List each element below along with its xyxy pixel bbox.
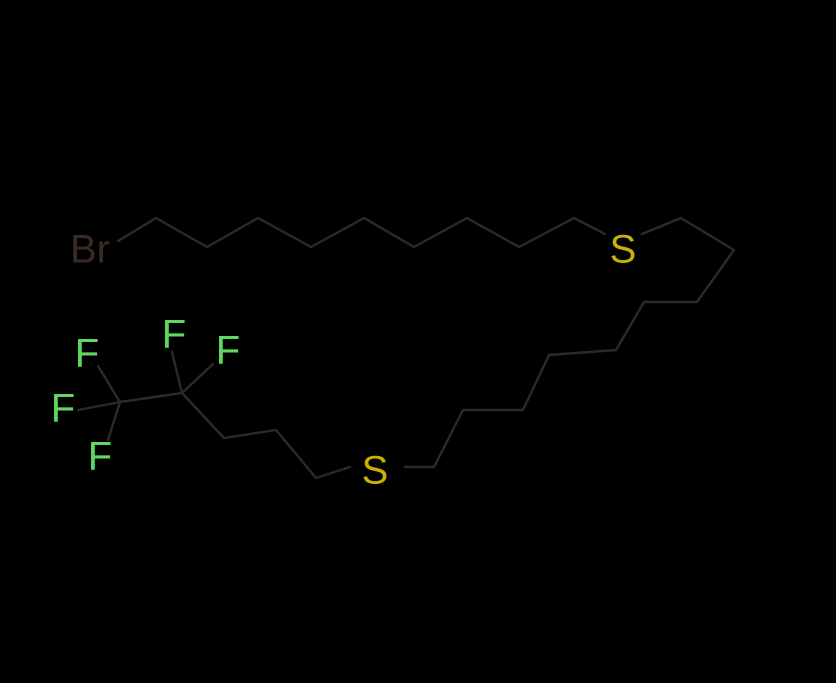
fluorine-label-3: F xyxy=(75,332,99,376)
cf-bond-3 xyxy=(96,364,122,404)
fluorine-label-4: F xyxy=(51,387,75,431)
atom-labels: Br S S F F F F F xyxy=(51,228,637,493)
sulfur-label-1: S xyxy=(610,228,637,272)
cf-bond-4 xyxy=(76,400,122,412)
lower-chain-bonds xyxy=(118,391,352,480)
cf-bond-5 xyxy=(106,400,122,442)
bond-lines xyxy=(76,216,736,480)
cf-bond-1 xyxy=(170,350,184,395)
sulfur-label-2: S xyxy=(362,449,389,493)
fluorine-label-5: F xyxy=(88,435,112,479)
top-chain-bonds xyxy=(116,216,607,249)
fluorine-label-2: F xyxy=(216,329,240,373)
right-loop-bonds xyxy=(403,216,736,469)
bromine-label: Br xyxy=(70,228,110,272)
cf-bond-2 xyxy=(180,362,215,395)
fluorine-label-1: F xyxy=(162,313,186,357)
